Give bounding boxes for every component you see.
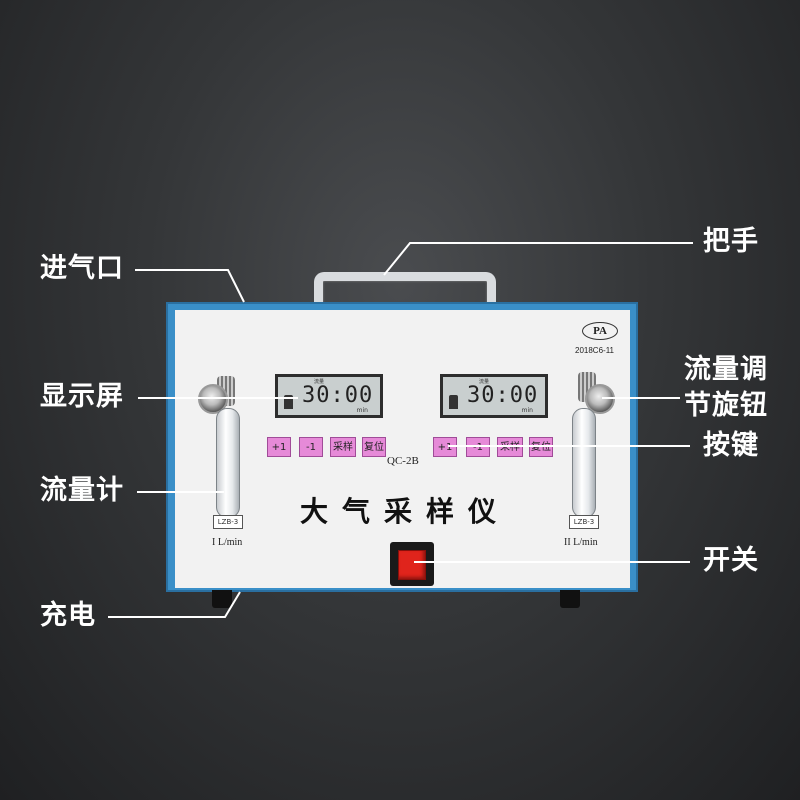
left-lcd-display: 流量 30:00 min <box>275 374 383 418</box>
right-flowmeter-tag: LZB-3 <box>569 515 599 529</box>
left-lcd-tag: 流量 <box>314 379 325 385</box>
cert-code: 2018C6-11 <box>575 346 614 355</box>
pump-icon <box>449 395 458 409</box>
front-panel <box>175 310 630 588</box>
callout-flow-knob-line1: 流量调 <box>684 354 768 385</box>
right-minus-button[interactable]: -1 <box>466 437 490 457</box>
right-lcd-unit: min <box>521 407 533 414</box>
power-switch[interactable] <box>390 542 434 586</box>
device-title: 大气采样仪 <box>300 495 511 528</box>
right-flowmeter-tube <box>572 408 596 518</box>
right-reset-button[interactable]: 复位 <box>529 437 553 457</box>
callout-charge: 充电 <box>40 600 96 631</box>
left-foot <box>212 590 232 608</box>
callout-flowmeter: 流量计 <box>40 475 124 506</box>
callout-inlet: 进气口 <box>40 253 124 284</box>
carry-handle <box>314 272 496 316</box>
left-lcd-time: 30:00 <box>302 383 374 408</box>
right-plus-button[interactable]: +1 <box>433 437 457 457</box>
right-lcd-display: 流量 30:00 min <box>440 374 548 418</box>
right-lcd-tag: 流量 <box>479 379 490 385</box>
pa-logo: PA <box>582 322 618 340</box>
right-meter-label: II L/min <box>564 537 598 548</box>
callout-flow-knob-line2: 节旋钮 <box>684 390 768 421</box>
left-meter-label: I L/min <box>212 537 243 548</box>
left-minus-button[interactable]: -1 <box>299 437 323 457</box>
callout-keys: 按键 <box>703 430 759 461</box>
callout-handle: 把手 <box>703 226 759 257</box>
left-flowmeter-tube <box>216 408 240 518</box>
left-lcd-unit: min <box>356 407 368 414</box>
right-lcd-time: 30:00 <box>467 383 539 408</box>
pump-icon <box>284 395 293 409</box>
model-number: QC-2B <box>387 455 419 467</box>
left-flowmeter-tag: LZB-3 <box>213 515 243 529</box>
left-sample-button[interactable]: 采样 <box>330 437 356 457</box>
left-reset-button[interactable]: 复位 <box>362 437 386 457</box>
right-foot <box>560 590 580 608</box>
callout-switch: 开关 <box>703 545 759 576</box>
right-sample-button[interactable]: 采样 <box>497 437 523 457</box>
left-plus-button[interactable]: +1 <box>267 437 291 457</box>
callout-display: 显示屏 <box>40 381 124 412</box>
power-switch-rocker[interactable] <box>398 550 426 580</box>
